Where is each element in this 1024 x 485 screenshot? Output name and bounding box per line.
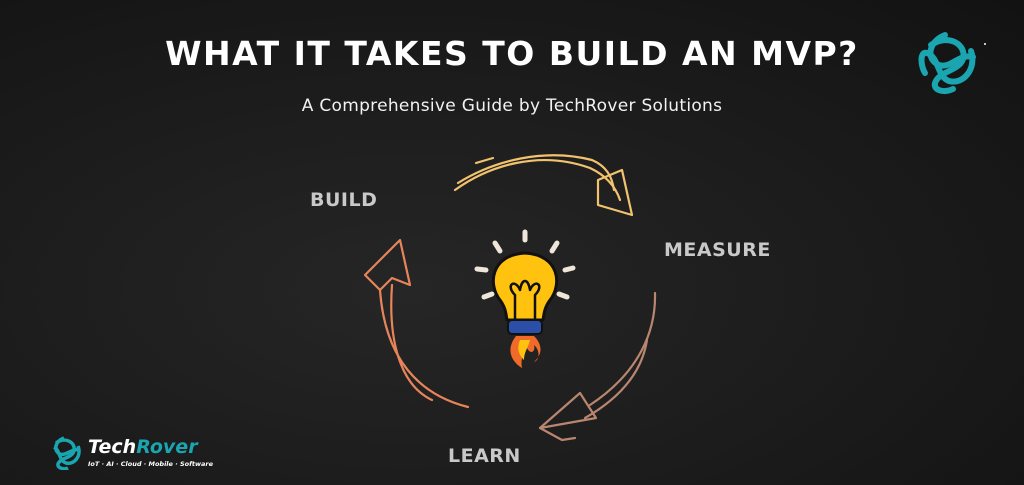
brand-name-tech: Tech <box>88 436 137 458</box>
brand-logo: TechRover IoT · AI · Cloud · Mobile · So… <box>48 436 213 472</box>
techrover-logo-icon <box>918 32 976 94</box>
page-subtitle: A Comprehensive Guide by TechRover Solut… <box>301 96 723 116</box>
stage-label-build: BUILD <box>310 189 378 211</box>
sparkle-dot <box>984 43 986 45</box>
stage-label-learn: LEARN <box>448 445 521 467</box>
techrover-mark-icon <box>52 436 81 470</box>
lightbulb-rocket-icon <box>474 229 576 368</box>
arrow-build-to-measure <box>453 154 634 217</box>
stage-label-measure: MEASURE <box>664 239 771 261</box>
page-title: WHAT IT TAKES TO BUILD AN MVP? <box>165 34 859 73</box>
brand-name-rover: Rover <box>136 436 198 458</box>
arrow-learn-to-build <box>363 238 470 409</box>
brand-name: TechRover <box>88 436 198 458</box>
brand-tagline: IoT · AI · Cloud · Mobile · Software <box>88 460 214 468</box>
arrow-measure-to-learn <box>538 291 657 442</box>
